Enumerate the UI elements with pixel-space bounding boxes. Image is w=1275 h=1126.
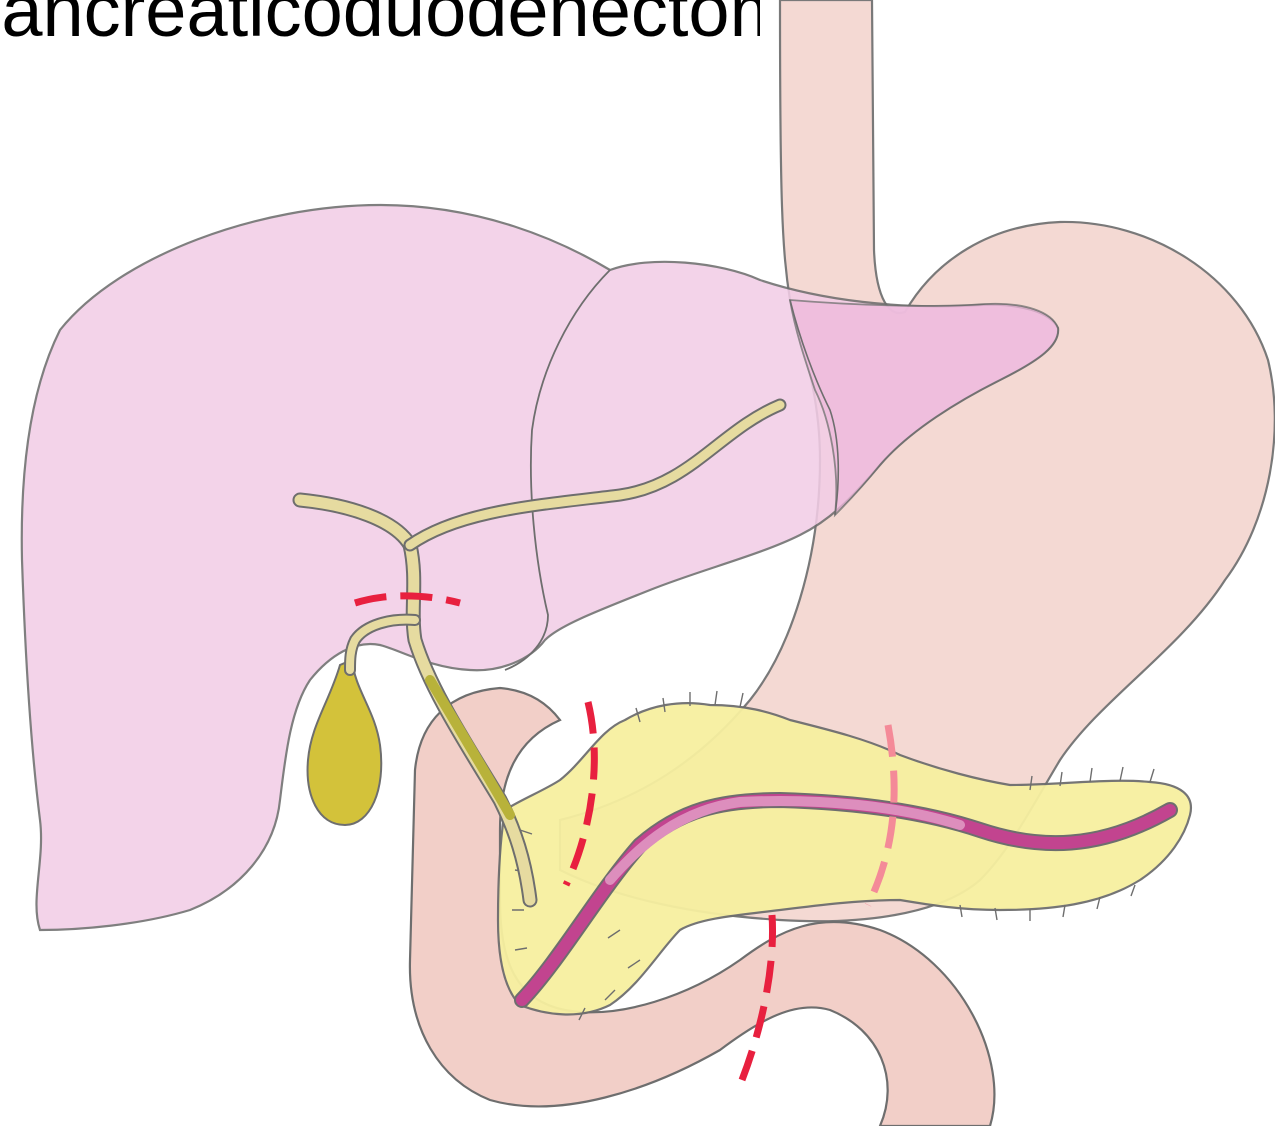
gallbladder xyxy=(308,660,382,825)
